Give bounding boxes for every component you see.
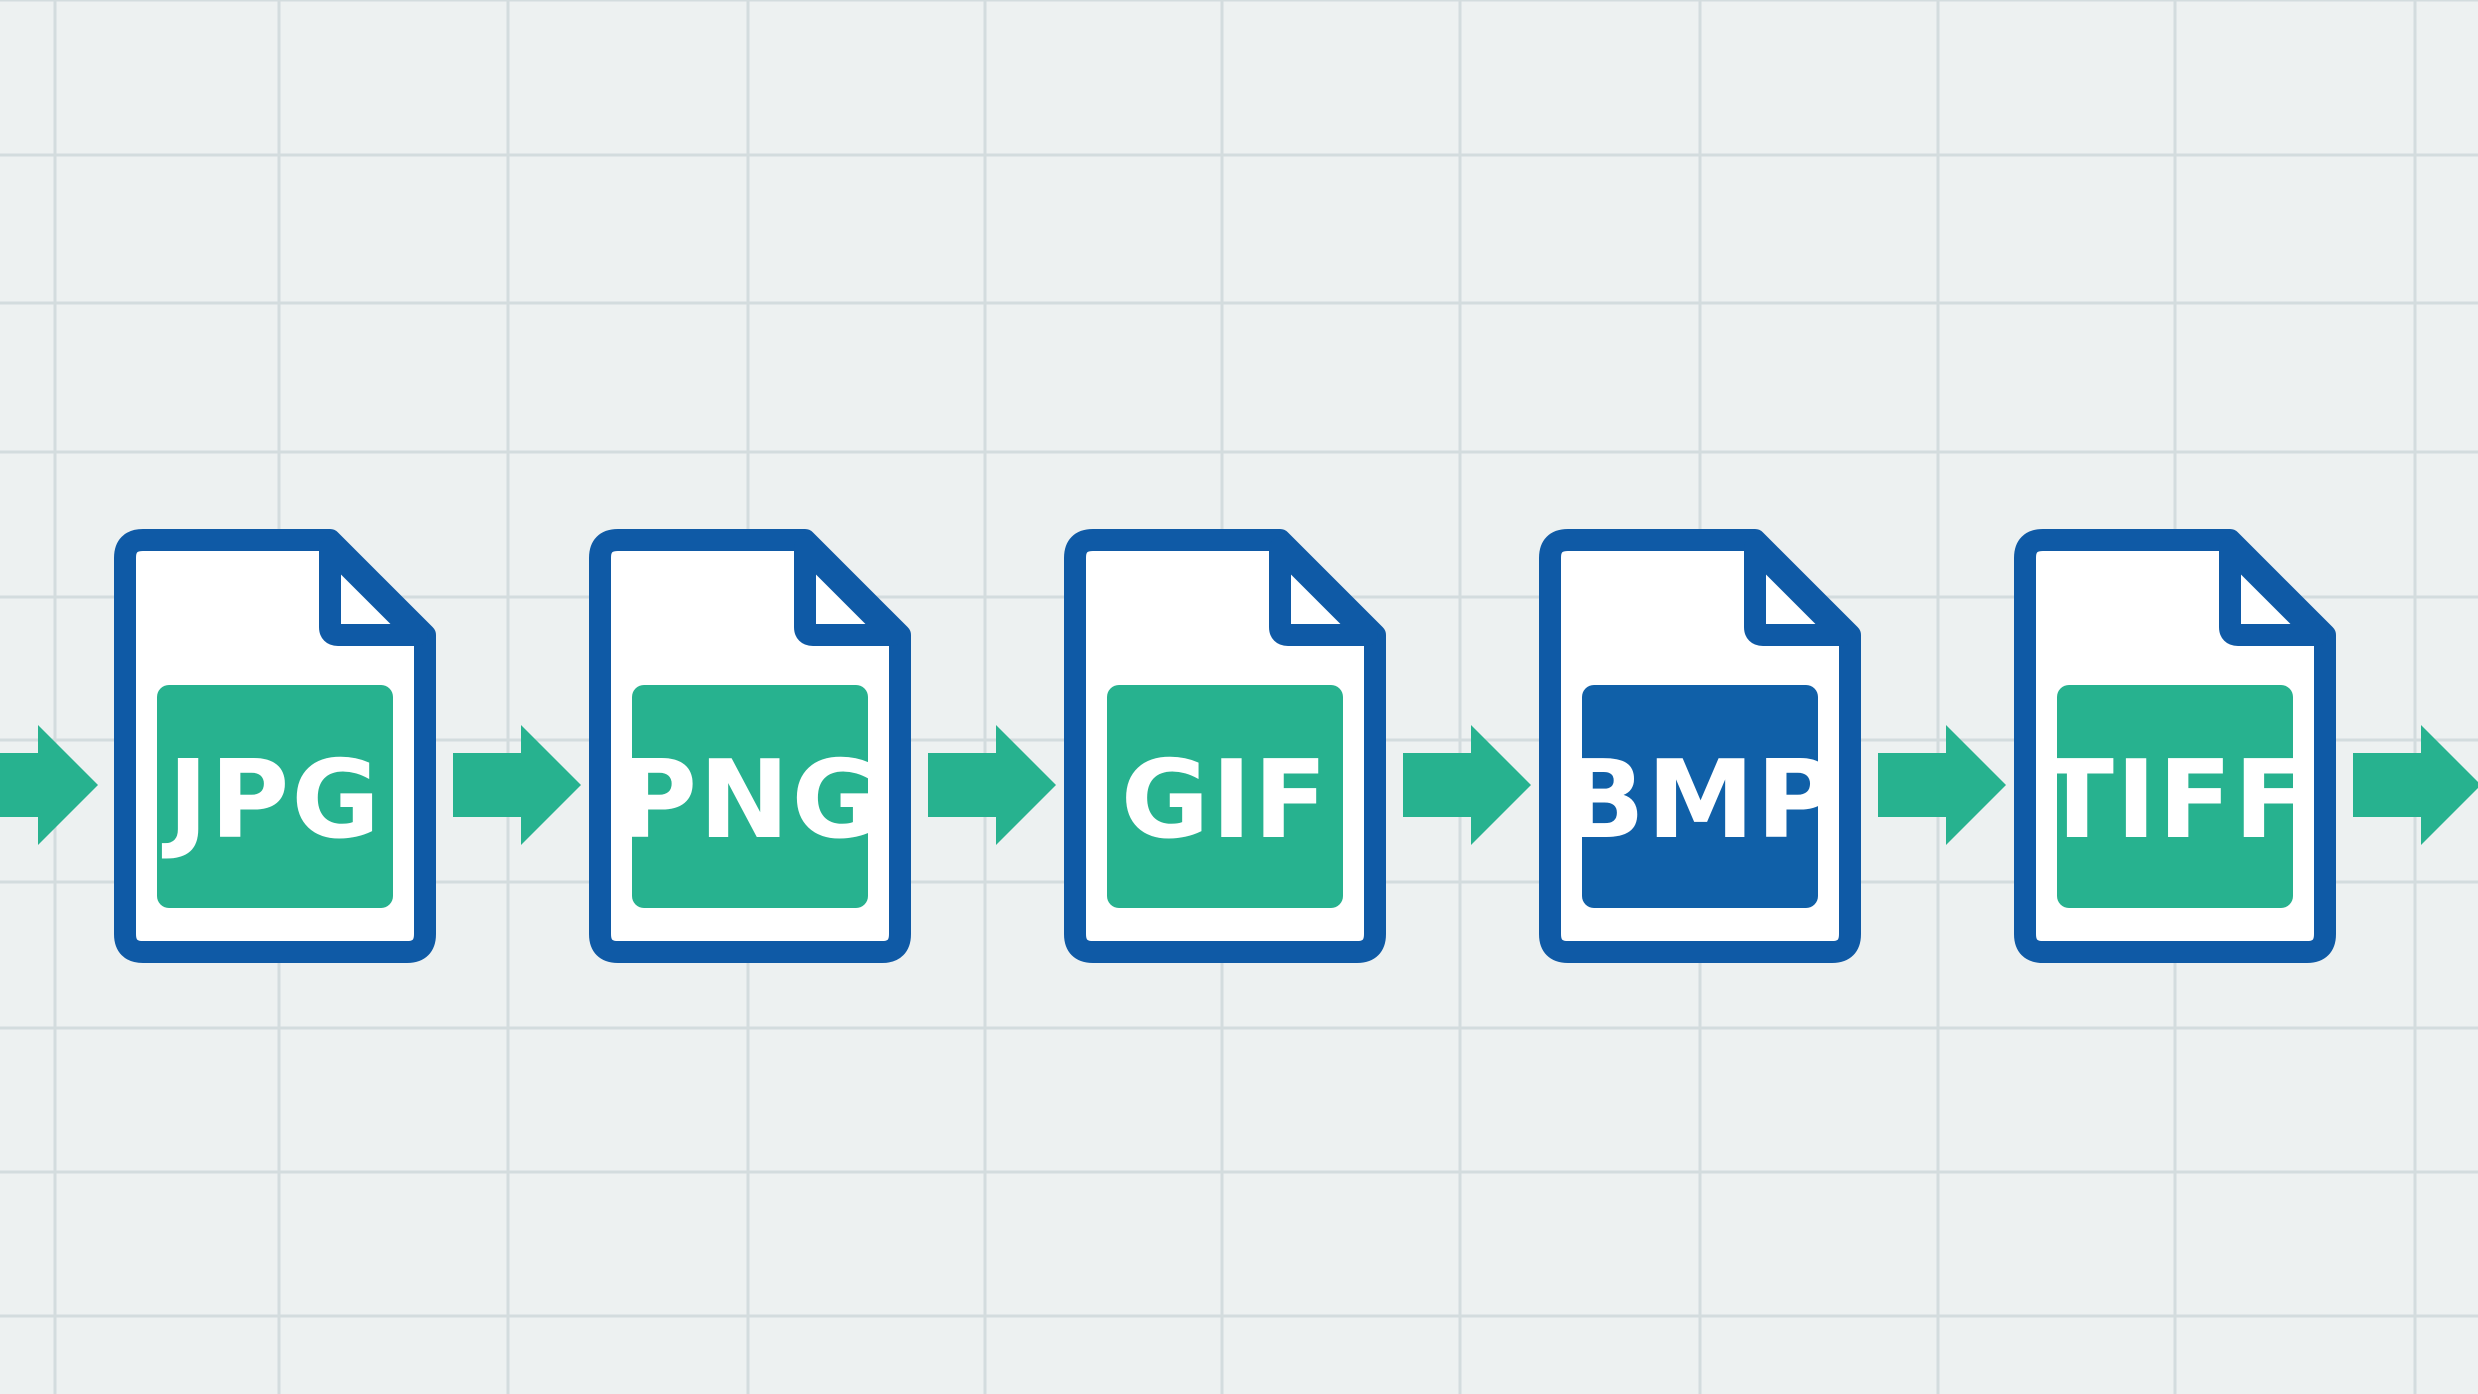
format-badge [157,685,393,908]
folded-corner [1744,537,1853,646]
folded-corner [794,537,903,646]
format-label: BMP [1563,738,1838,863]
right-arrow-icon [453,725,581,845]
right-arrow-icon [1403,725,1531,845]
format-badge [1582,685,1818,908]
format-badge [632,685,868,908]
right-arrow-icon [928,725,1056,845]
folded-corner [319,537,428,646]
file-icon-bmp: BMP [1539,529,1861,963]
format-label: TIFF [2040,738,2309,863]
folded-corner [1269,537,1378,646]
format-badge [2057,685,2293,908]
folded-corner [2219,537,2328,646]
format-label: PNG [618,738,882,863]
format-badge [1107,685,1343,908]
file-icon-png: PNG [589,529,911,963]
right-arrow-icon [1878,725,2006,845]
file-icon-jpg: JPG [114,529,436,963]
right-arrow-icon [0,725,98,845]
file-icon-gif: GIF [1064,529,1386,963]
format-label: JPG [161,738,382,863]
right-arrow-icon [2353,725,2478,845]
format-label: GIF [1121,738,1330,863]
file-icon-tiff: TIFF [2014,529,2336,963]
